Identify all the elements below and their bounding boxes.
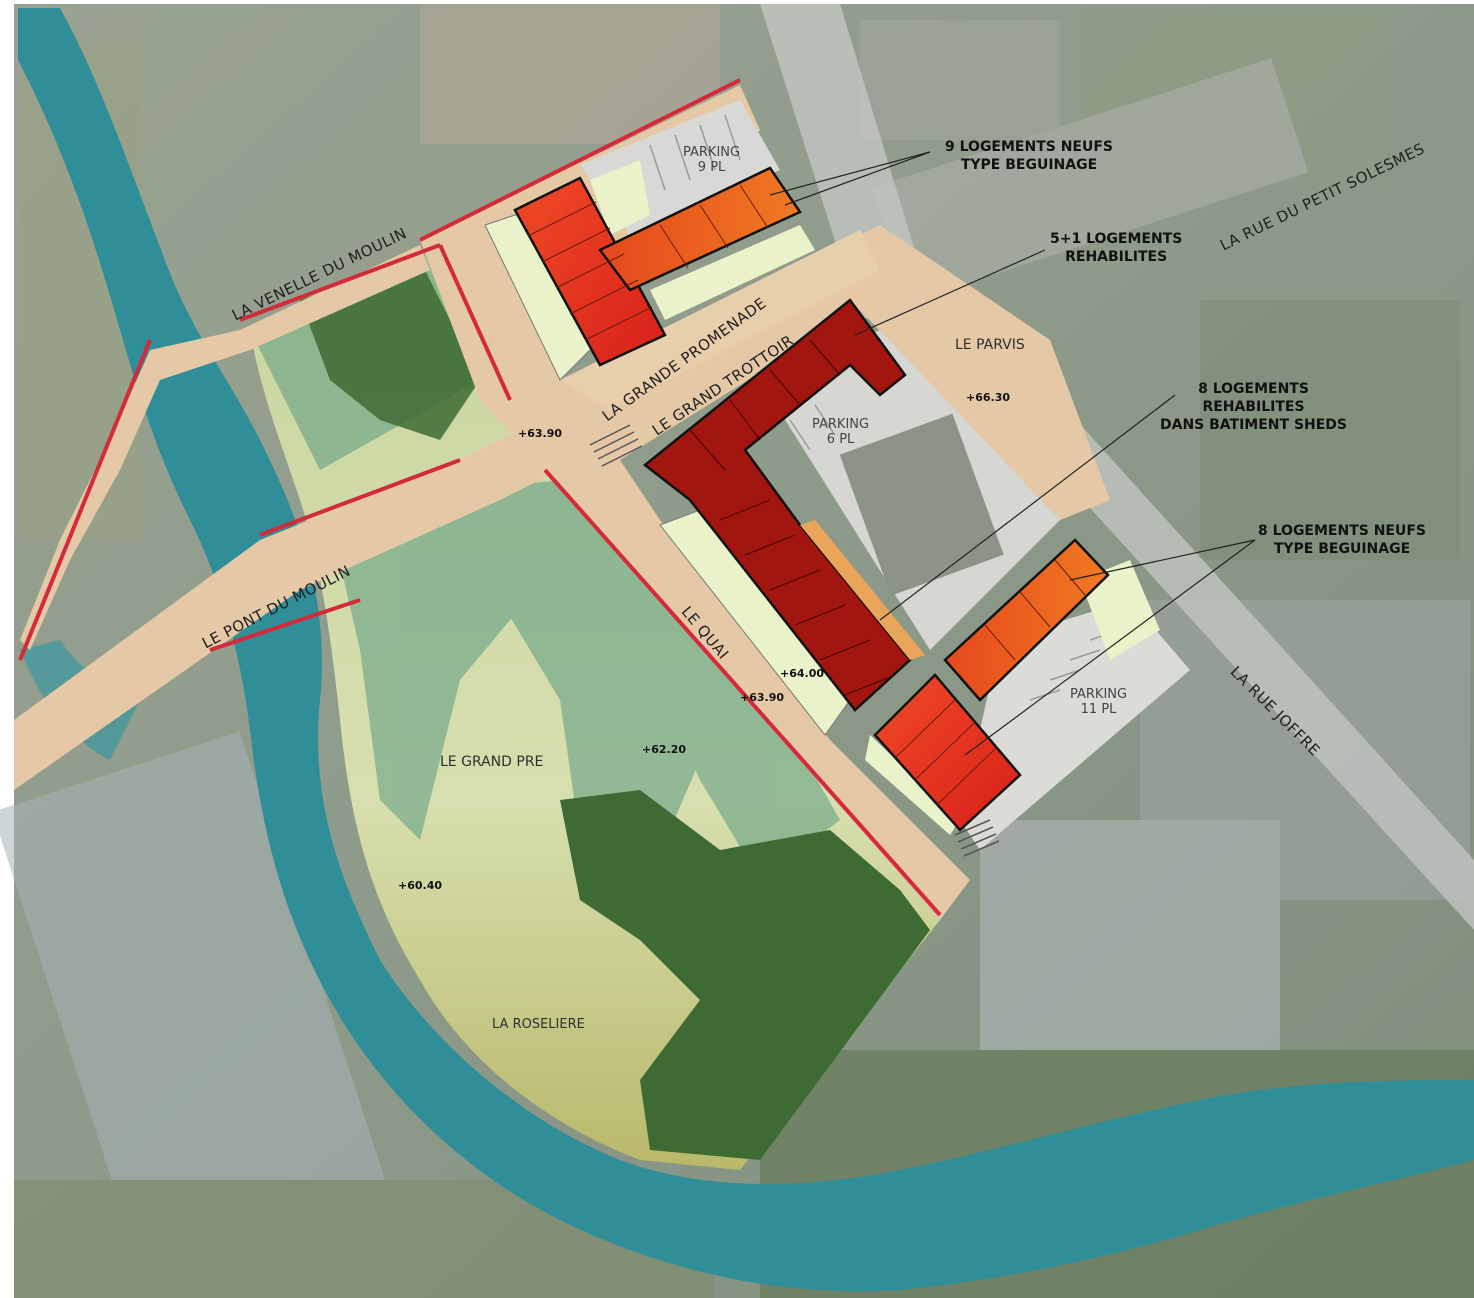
shed-courtyard-aerial [839, 413, 1004, 596]
callout-9-line1: 9 LOGEMENTS NEUFS [945, 139, 1114, 155]
callout-8n-line1: 8 LOGEMENTS NEUFS [1258, 523, 1427, 539]
building-new-housing-southeast [873, 538, 1110, 832]
road-grand-trottoir [560, 230, 880, 410]
building-rehab-main [642, 298, 912, 712]
building-new-housing-north-dividers [527, 184, 769, 341]
altitude-label: +66.30 [966, 391, 1011, 404]
altitude-label: +63.90 [740, 691, 785, 704]
parking-9pl-title: PARKING [683, 145, 741, 160]
altitude-label: +63.90 [518, 427, 563, 440]
callout-leader-lines [769, 151, 1256, 756]
callout-8n-line2: TYPE BEGUINAGE [1273, 541, 1411, 558]
shed-edge-strip [800, 520, 925, 660]
road-venelle-footbridge [20, 245, 430, 650]
road-parvis-quai [545, 225, 1110, 920]
building-rehab-dividers [689, 339, 896, 696]
parking-9pl-count: 9 PL [697, 159, 726, 175]
lawn-north-inner [590, 160, 650, 235]
zone-label-roseliere: LA ROSELIERE [492, 1017, 585, 1032]
parking-label-6pl: PARKING 6 PL [812, 417, 870, 448]
lawn-north-east [650, 225, 815, 320]
parking-stall-lines [649, 114, 1121, 701]
parking-11pl-count: 11 PL [1080, 701, 1117, 717]
zone-label-parvis: LE PARVIS [955, 337, 1025, 353]
road-pont-du-moulin [14, 430, 560, 790]
stairs-grande-promenade [589, 424, 643, 467]
road-rue-joffre-aerial [1010, 380, 1474, 930]
callout-5-1-line2: REHABILITES [1065, 249, 1168, 266]
red-boundary-lines [18, 78, 942, 917]
callout-8r-line3: DANS BATIMENT SHEDS [1160, 417, 1348, 434]
river-main [18, 8, 1474, 1292]
building-new-housing-southeast-dividers [894, 559, 1086, 806]
altitude-label: +64.00 [780, 667, 825, 680]
callout-8-logements-neufs: 8 LOGEMENTS NEUFS TYPE BEGUINAGE [1258, 522, 1426, 558]
lawn-south-east [865, 735, 960, 835]
parking-6pl-title: PARKING [812, 417, 870, 432]
lawn-east-strip [1080, 560, 1160, 660]
parking-label-11pl: PARKING 11 PL [1070, 687, 1128, 718]
callout-8-logements-rehabilites-sheds: 8 LOGEMENTS REHABILITES DANS BATIMENT SH… [1160, 380, 1347, 435]
altitude-label: +60.40 [398, 879, 443, 892]
callout-8r-line2: REHABILITES [1202, 399, 1305, 416]
parking-label-9pl: PARKING 9 PL [683, 145, 741, 176]
callout-9-logements-neufs: 9 LOGEMENTS NEUFS TYPE BEGUINAGE [945, 138, 1113, 174]
altitude-label: +62.20 [642, 743, 687, 756]
zone-label-grand-pre: LE GRAND PRE [440, 754, 544, 770]
callout-8r-line1: 8 LOGEMENTS [1198, 381, 1309, 397]
parking-11pl-title: PARKING [1070, 687, 1128, 702]
callout-5-1-line1: 5+1 LOGEMENTS [1050, 231, 1183, 247]
stairs-south [954, 819, 1000, 857]
callout-5-1-logements-rehabilites: 5+1 LOGEMENTS REHABILITES [1050, 230, 1182, 266]
parking-6pl-count: 6 PL [826, 431, 855, 447]
callout-9-line2: TYPE BEGUINAGE [960, 157, 1098, 174]
